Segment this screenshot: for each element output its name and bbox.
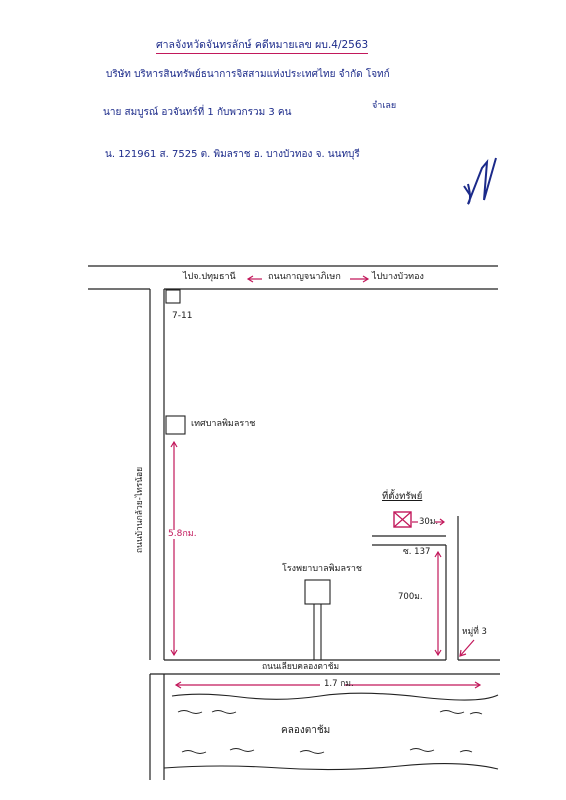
distance-left-head-bottom [170,649,178,657]
hospital-label: โรงพยาบาลพิมลราช [282,564,362,574]
defendant-role: จำเลย [372,101,397,111]
defendant-line: นาย สมบูรณ์ อวจันทร์ที่ 1 กับพวกรวม 3 คน [103,107,292,118]
mooban-arrow-head [459,649,467,657]
seven-eleven-box [165,289,181,304]
distance-700m-label: 700ม. [398,592,423,602]
dist30-head [439,518,445,526]
arrow-right-head [362,275,370,283]
top-road-right-label: ไปบางบัวทอง [372,272,424,282]
property-marker [393,511,412,528]
vertical-road-name: ถนนบ้านกล้วย-ไทรน้อย [134,466,145,554]
dist-bottom-head-right [474,681,482,689]
top-road-name: ถนนกาญจนาภิเษก [268,272,341,282]
seven-eleven-label: 7-11 [172,311,193,321]
municipality-label: เทศบาลพิมลราช [191,419,256,429]
distance-left-head-top [170,440,178,448]
top-road-left-label: ไปจ.ปทุมธานี [183,272,236,282]
water-waves-upper [177,710,483,715]
mooban-arrow [459,639,475,657]
water-waves-lower [181,748,473,754]
distance-bottom-label: 1.7 กม. [324,679,354,689]
dist-bottom-head-left [174,681,182,689]
canal-road-name: ถนนเลียบคลองตาช้ม [262,662,340,672]
dist700-head-bottom [434,649,442,657]
canal-name: คลองตาช้ม [281,725,331,736]
property-cross-b [393,511,412,528]
title-deed-line: น. 121961 ส. 7525 ต. พิมลราช อ. บางบัวทอ… [105,149,360,160]
property-location-label: ที่ตั้งทรัพย์ [382,491,423,502]
soi-label: ซ. 137 [403,547,431,557]
arrow-left-head [246,275,254,283]
canal-bank-lower [163,763,499,771]
canal-bank-upper [171,692,499,701]
distance-30m-label: 30ม. [419,517,439,527]
dist700-head-top [434,550,442,558]
distance-left-label: 5.8กม. [168,529,197,539]
mooban-label: หมู่ที่ 3 [462,627,487,637]
plaintiff-line: บริษัท บริหารสินทรัพย์ธนาการจิสสามแห่งปร… [106,69,390,80]
municipality-box [165,415,186,435]
hospital-box [304,579,331,605]
court-case-heading: ศาลจังหวัดจันทรลักษ์ คดีหมายเลข ผบ.4/256… [156,40,369,54]
